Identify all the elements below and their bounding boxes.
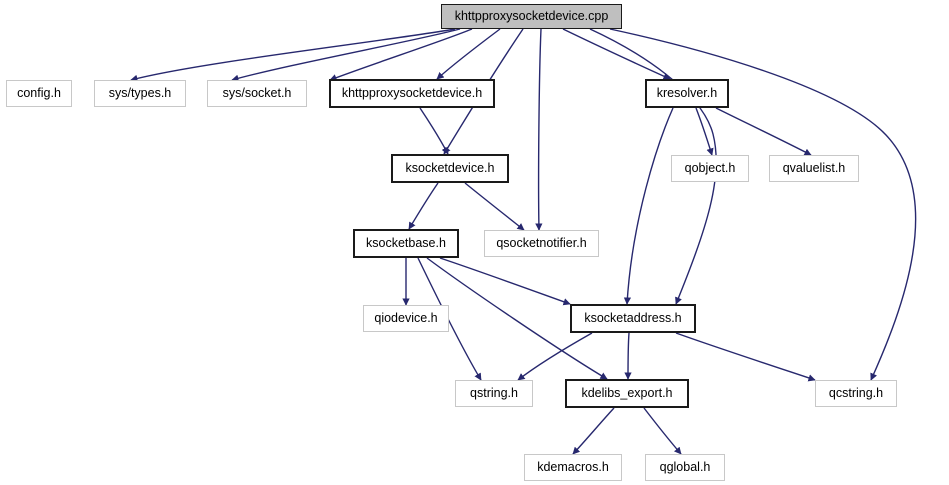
edge-ksocketaddress-to-qcstring (675, 332, 816, 382)
node-config[interactable]: config.h (6, 80, 72, 107)
edge-root-to-systypes (231, 28, 461, 82)
node-qglobal[interactable]: qglobal.h (645, 454, 725, 481)
edge-khttpproxyh-to-ksocketdevice (419, 107, 449, 155)
edge-root-to-kresolver (562, 28, 671, 80)
edge-ksocketbase-to-ksocketaddress (439, 257, 571, 306)
node-qcstring[interactable]: qcstring.h (815, 380, 897, 407)
node-qobject[interactable]: qobject.h (671, 155, 749, 182)
node-kdemacros[interactable]: kdemacros.h (524, 454, 622, 481)
edge-root-to-syssocket (329, 28, 473, 82)
edge-root-to-qcstring (609, 28, 917, 381)
node-qstring[interactable]: qstring.h (455, 380, 533, 407)
edge-ksocketdevice-to-qsocketnotifier (464, 182, 525, 231)
edge-kdelibs_export-to-qglobal (643, 407, 682, 455)
edge-ksocketbase-to-kdelibs_export (426, 257, 608, 380)
edge-root-to-config (130, 28, 456, 82)
node-ksocketaddress[interactable]: ksocketaddress.h (570, 304, 696, 333)
edge-group (130, 28, 917, 455)
edge-kdelibs_export-to-kdemacros (572, 407, 615, 455)
edge-root-to-ksocketaddress (589, 28, 717, 305)
node-systypes[interactable]: sys/types.h (94, 80, 186, 107)
node-qvaluelist[interactable]: qvaluelist.h (769, 155, 859, 182)
node-kresolver[interactable]: kresolver.h (645, 79, 729, 108)
node-root[interactable]: khttpproxysocketdevice.cpp (441, 4, 622, 29)
node-kdelibs_export[interactable]: kdelibs_export.h (565, 379, 689, 408)
edge-ksocketaddress-to-kdelibs_export (624, 332, 632, 380)
node-qsocketnotifier[interactable]: qsocketnotifier.h (484, 230, 599, 257)
node-syssocket[interactable]: sys/socket.h (207, 80, 307, 107)
edge-ksocketaddress-to-qstring (517, 332, 593, 381)
edge-root-to-qsocketnotifier (535, 28, 543, 231)
edge-kresolver-to-qobject (695, 107, 714, 156)
node-ksocketbase[interactable]: ksocketbase.h (353, 229, 459, 258)
node-khttpproxyh[interactable]: khttpproxysocketdevice.h (329, 79, 495, 108)
edge-kresolver-to-qvaluelist (715, 107, 812, 156)
edge-ksocketdevice-to-ksocketbase (408, 182, 439, 230)
node-ksocketdevice[interactable]: ksocketdevice.h (391, 154, 509, 183)
node-qiodevice[interactable]: qiodevice.h (363, 305, 449, 332)
edge-kresolver-to-ksocketaddress (623, 107, 674, 305)
edge-root-to-khttpproxyh (436, 28, 501, 80)
